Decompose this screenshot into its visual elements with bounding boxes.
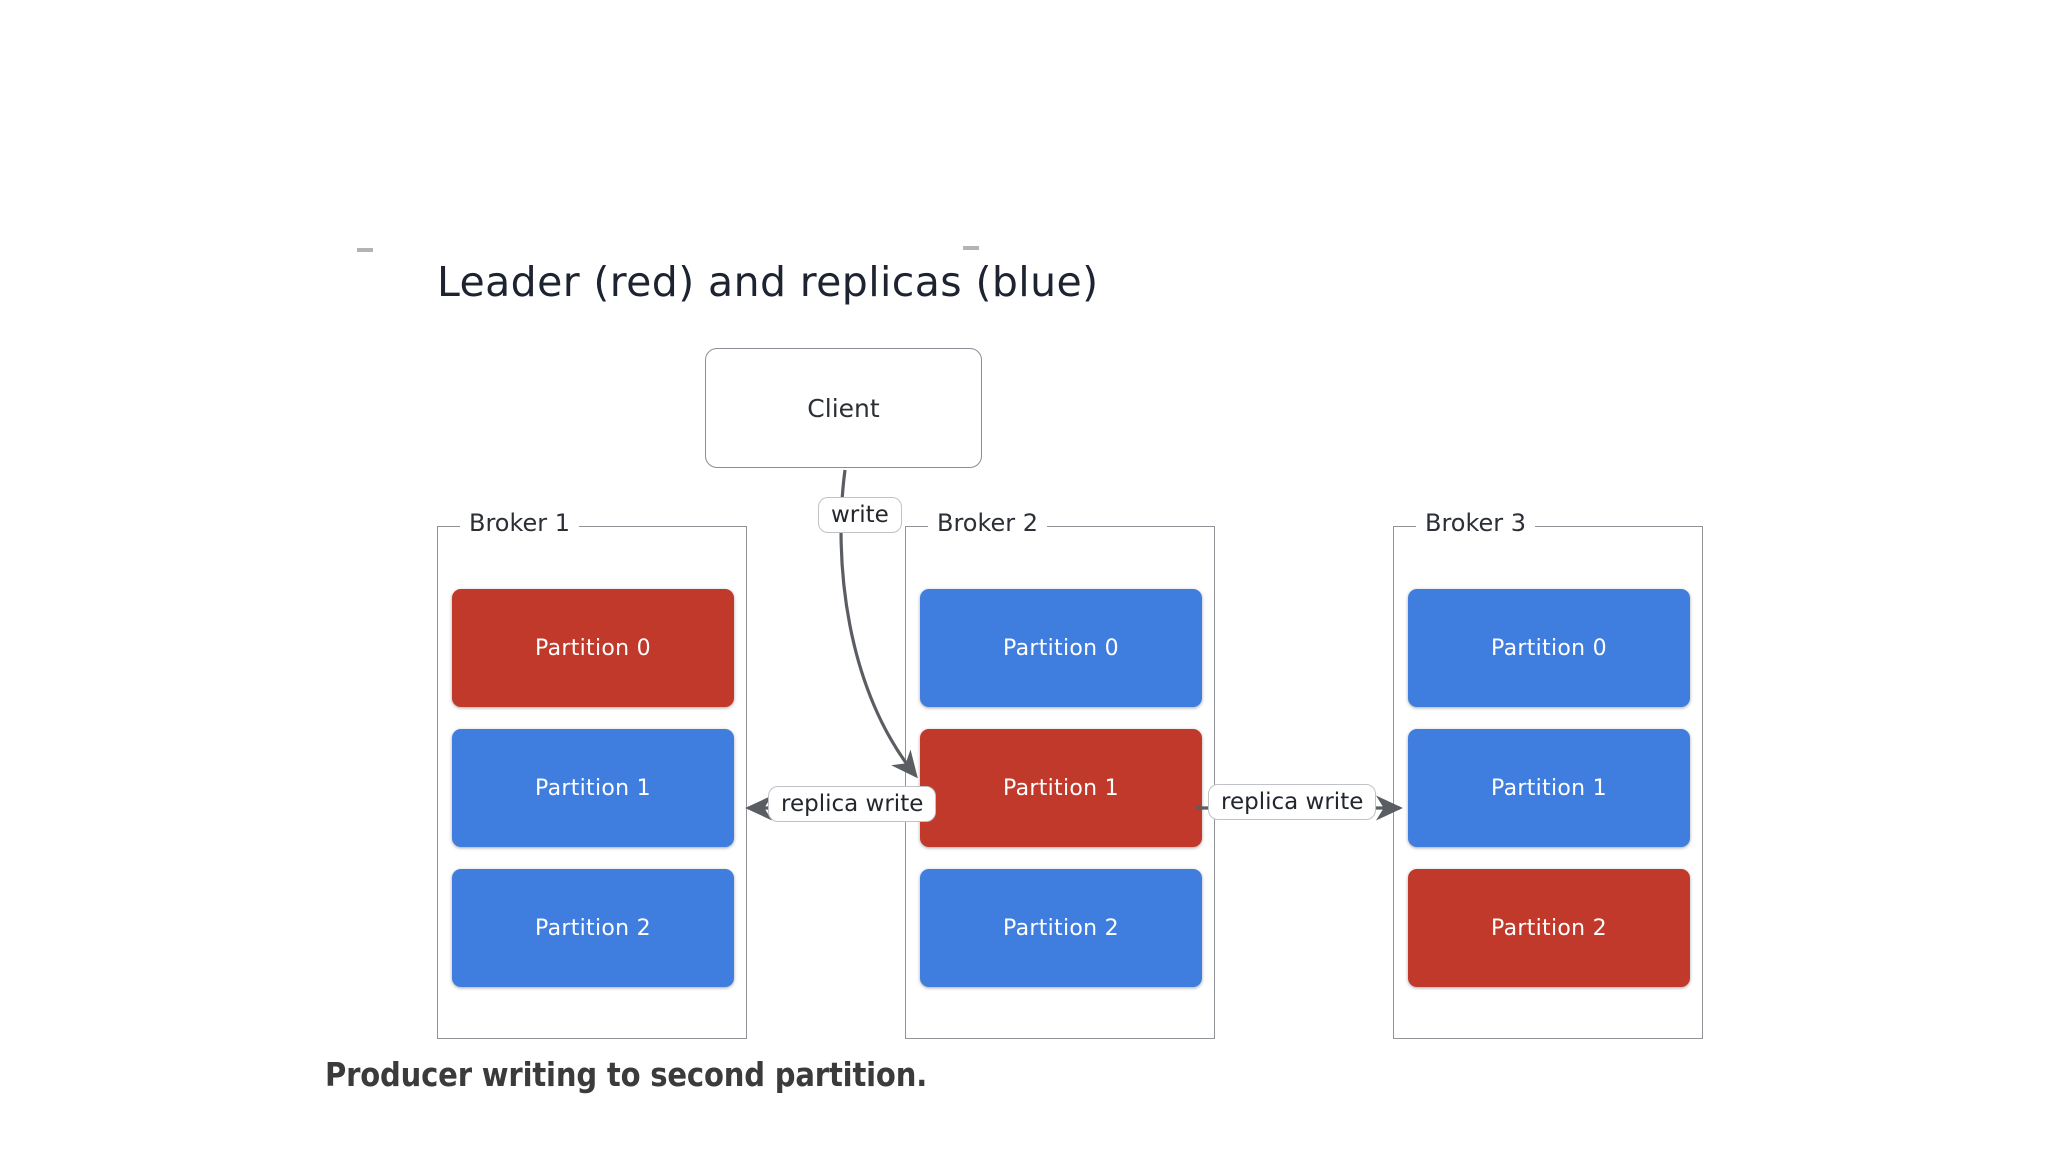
partition-label: Partition 1 bbox=[1003, 775, 1119, 801]
edge-label-replica-write-left: replica write bbox=[768, 786, 937, 822]
broker-group-2: Broker 2 Partition 0 Partition 1 Partiti… bbox=[905, 509, 1215, 1039]
client-node-label: Client bbox=[807, 393, 880, 423]
partition-label: Partition 2 bbox=[1003, 915, 1119, 941]
figure-caption: Producer writing to second partition. bbox=[325, 1055, 928, 1094]
page-title: Leader (red) and replicas (blue) bbox=[437, 258, 1099, 306]
partition-box[interactable]: Partition 1 bbox=[920, 729, 1202, 847]
broker-1-partition-list: Partition 0 Partition 1 Partition 2 bbox=[452, 589, 734, 987]
broker-3-partition-list: Partition 0 Partition 1 Partition 2 bbox=[1408, 589, 1690, 987]
partition-label: Partition 0 bbox=[1491, 635, 1607, 661]
edge-label-replica-write-right: replica write bbox=[1208, 784, 1377, 820]
partition-label: Partition 2 bbox=[1491, 915, 1607, 941]
partition-box[interactable]: Partition 2 bbox=[1408, 869, 1690, 987]
partition-box[interactable]: Partition 2 bbox=[452, 869, 734, 987]
partition-box[interactable]: Partition 0 bbox=[920, 589, 1202, 707]
broker-1-label: Broker 1 bbox=[460, 509, 580, 537]
partition-box[interactable]: Partition 2 bbox=[920, 869, 1202, 987]
broker-group-3: Broker 3 Partition 0 Partition 1 Partiti… bbox=[1393, 509, 1703, 1039]
partition-label: Partition 1 bbox=[535, 775, 651, 801]
partition-box[interactable]: Partition 0 bbox=[452, 589, 734, 707]
edge-label-write: write bbox=[818, 497, 902, 533]
partition-box[interactable]: Partition 1 bbox=[1408, 729, 1690, 847]
artifact-dash-left bbox=[357, 248, 373, 252]
broker-group-1: Broker 1 Partition 0 Partition 1 Partiti… bbox=[437, 509, 747, 1039]
artifact-dash-right bbox=[963, 246, 979, 250]
partition-box[interactable]: Partition 1 bbox=[452, 729, 734, 847]
broker-3-label: Broker 3 bbox=[1416, 509, 1536, 537]
partition-label: Partition 2 bbox=[535, 915, 651, 941]
partition-label: Partition 0 bbox=[1003, 635, 1119, 661]
partition-label: Partition 1 bbox=[1491, 775, 1607, 801]
broker-2-label: Broker 2 bbox=[928, 509, 1048, 537]
partition-box[interactable]: Partition 0 bbox=[1408, 589, 1690, 707]
partition-label: Partition 0 bbox=[535, 635, 651, 661]
broker-2-partition-list: Partition 0 Partition 1 Partition 2 bbox=[920, 589, 1202, 987]
client-node[interactable]: Client bbox=[705, 348, 982, 468]
